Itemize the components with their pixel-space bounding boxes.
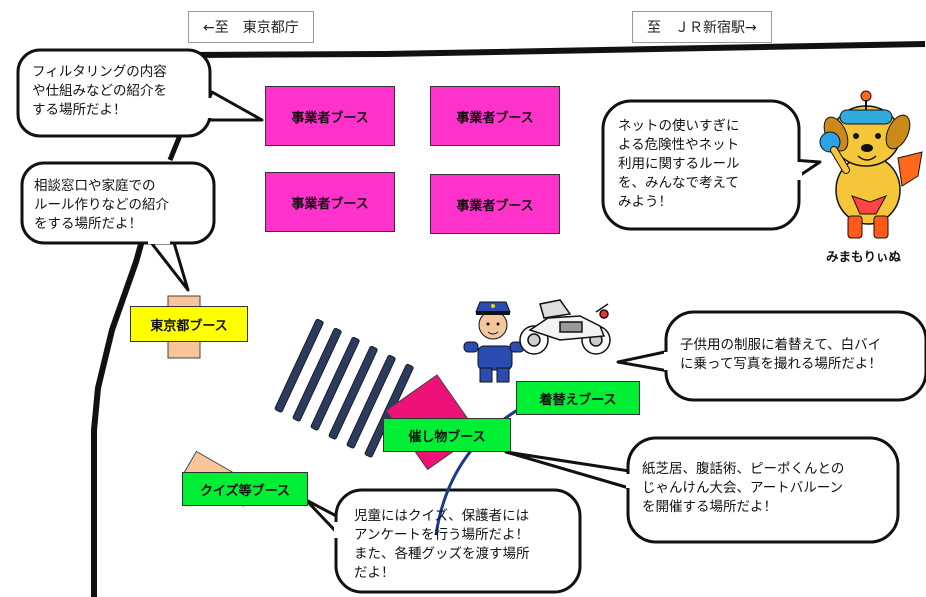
left-boundary-line: [91, 211, 153, 597]
seat-row-2: [292, 327, 342, 422]
company-booth-2: 事業者ブース: [430, 86, 560, 146]
event-bubble-text: 紙芝居、腹話術、ピーポくんとの じゃんけん大会、アートバルーン を開催する場所だ…: [642, 460, 844, 517]
event-line-2: じゃんけん大会、アートバルーン: [642, 480, 844, 496]
net-line-4: を、みんなで考えて: [618, 175, 739, 191]
company-booth-3: 事業者ブース: [265, 172, 395, 232]
soudan-line-3: をする場所だよ！: [34, 216, 142, 232]
soudan-line-1: 相談窓口や家庭での: [34, 178, 156, 194]
sign-tocho: ←至 東京都庁: [188, 11, 314, 43]
police-officer-illustration: [463, 301, 525, 383]
seat-row-4: [328, 345, 378, 440]
mascot-name: みまもりぃぬ: [826, 249, 902, 264]
company-booth-4: 事業者ブース: [430, 174, 560, 234]
moyoshi-booth-label: 催し物ブース: [408, 429, 486, 445]
event-line-1: 紙芝居、腹話術、ピーポくんとの: [642, 461, 845, 477]
white-motorcycle-illustration: [519, 299, 611, 355]
company-booth-1: 事業者ブース: [265, 86, 395, 146]
quiz-bubble-text: 児童にはクイズ、保護者には アンケートを行う場所だよ！ また、各種グッズを渡す場…: [354, 507, 530, 583]
kigae-booth: 着替えブース: [516, 381, 640, 415]
filtering-line-3: する場所だよ！: [32, 102, 127, 118]
tokyo-booth-label: 東京都ブース: [150, 318, 228, 334]
moyoshi-booth: 催し物ブース: [383, 418, 511, 452]
soudan-bubble: [20, 161, 216, 292]
road-line: [189, 41, 926, 58]
event-line-3: を開催する場所だよ！: [642, 499, 777, 515]
shiro-bike-bubble-text: 子供用の制服に着替えて、白バイ に乗って写真を撮れる場所だよ！: [680, 336, 882, 374]
quiz-line-4: だよ！: [354, 565, 395, 581]
shiro-bike-bubble: [616, 310, 926, 402]
quiz-line-1: 児童にはクイズ、保護者には: [354, 508, 530, 524]
filtering-line-2: や仕組みなどの紹介を: [32, 83, 167, 99]
company-booth-2-label: 事業者ブース: [456, 110, 534, 126]
mimamori-inu-mascot: [819, 90, 923, 239]
net-bubble-text: ネットの使いすぎに よる危険性やネット 利用に関するルール を、みんなで考えて …: [618, 117, 740, 212]
net-line-2: よる危険性やネット: [618, 137, 740, 153]
filtering-bubble: [16, 48, 264, 138]
quiz-line-3: また、各種グッズを渡す場所: [354, 546, 530, 562]
seat-row-1: [274, 318, 324, 413]
seat-row-3: [310, 336, 360, 431]
shiro-bike-line-2: に乗って写真を撮れる場所だよ！: [680, 356, 882, 372]
filtering-bubble-text: フィルタリングの内容 や仕組みなどの紹介を する場所だよ！: [32, 63, 167, 120]
sign-jr-text: 至 ＪＲ新宿駅→: [647, 20, 757, 36]
net-bubble: [601, 99, 822, 231]
sign-tocho-text: ←至 東京都庁: [203, 20, 299, 36]
net-line-3: 利用に関するルール: [618, 156, 740, 172]
kigae-booth-label: 着替えブース: [539, 392, 617, 408]
company-booth-3-label: 事業者ブース: [291, 196, 369, 212]
tokyo-booth: 東京都ブース: [130, 306, 248, 342]
company-booth-4-label: 事業者ブース: [456, 198, 534, 214]
net-line-5: みよう！: [618, 194, 672, 210]
quiz-booth-label: クイズ等ブース: [200, 483, 290, 499]
quiz-line-2: アンケートを行う場所だよ！: [354, 527, 529, 543]
sign-jr-shinjuku: 至 ＪＲ新宿駅→: [632, 11, 772, 43]
soudan-line-2: ルール作りなどの紹介: [34, 197, 169, 213]
quiz-booth: クイズ等ブース: [182, 472, 308, 506]
quiz-bubble: [304, 488, 582, 594]
filtering-line-1: フィルタリングの内容: [32, 64, 167, 80]
seat-row-5: [346, 354, 396, 449]
shiro-bike-line-1: 子供用の制服に着替えて、白バイ: [680, 337, 882, 353]
company-booth-1-label: 事業者ブース: [291, 110, 369, 126]
soudan-bubble-text: 相談窓口や家庭での ルール作りなどの紹介 をする場所だよ！: [34, 177, 169, 234]
net-line-1: ネットの使いすぎに: [618, 118, 740, 134]
event-bubble: [504, 436, 900, 544]
